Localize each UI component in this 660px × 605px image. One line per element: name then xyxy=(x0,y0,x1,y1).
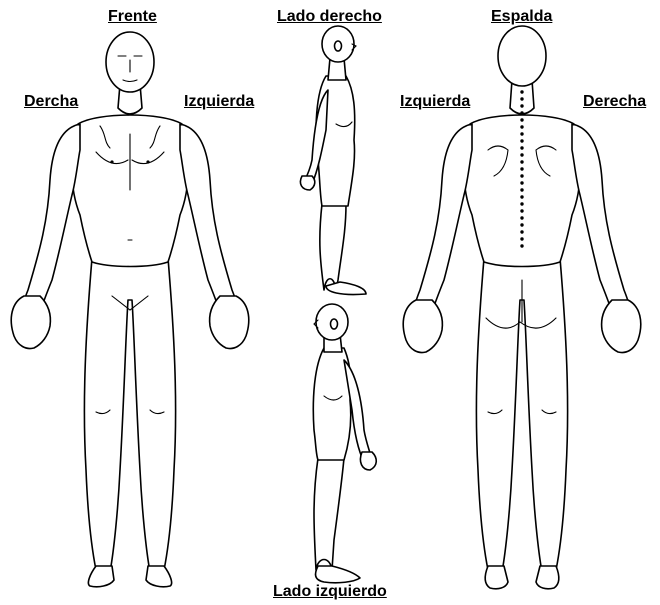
left-side-body-figure xyxy=(313,304,376,583)
spine-dot xyxy=(520,90,523,93)
spine-dot xyxy=(520,146,523,149)
spine-dot xyxy=(520,230,523,233)
spine-dot xyxy=(520,244,523,247)
spine-dot xyxy=(520,97,523,100)
back-body-figure xyxy=(403,26,641,589)
spine-dot xyxy=(520,237,523,240)
spine-dot xyxy=(520,216,523,219)
right-side-body-figure xyxy=(300,26,366,295)
spine-dot xyxy=(520,132,523,135)
spine-dot xyxy=(520,195,523,198)
spine-dot xyxy=(520,202,523,205)
spine-dot xyxy=(520,118,523,121)
spine-dot xyxy=(520,174,523,177)
spine-dot xyxy=(520,153,523,156)
spine-dot xyxy=(520,104,523,107)
spine-dot xyxy=(520,111,523,114)
spine-dot xyxy=(520,181,523,184)
spine-dot xyxy=(520,209,523,212)
spine-dot xyxy=(520,160,523,163)
spine-dot xyxy=(520,167,523,170)
spine-dot xyxy=(520,188,523,191)
spine-dot xyxy=(520,125,523,128)
front-body-figure xyxy=(11,32,249,587)
spine-dots xyxy=(520,90,523,247)
spine-dot xyxy=(520,223,523,226)
spine-dot xyxy=(520,139,523,142)
